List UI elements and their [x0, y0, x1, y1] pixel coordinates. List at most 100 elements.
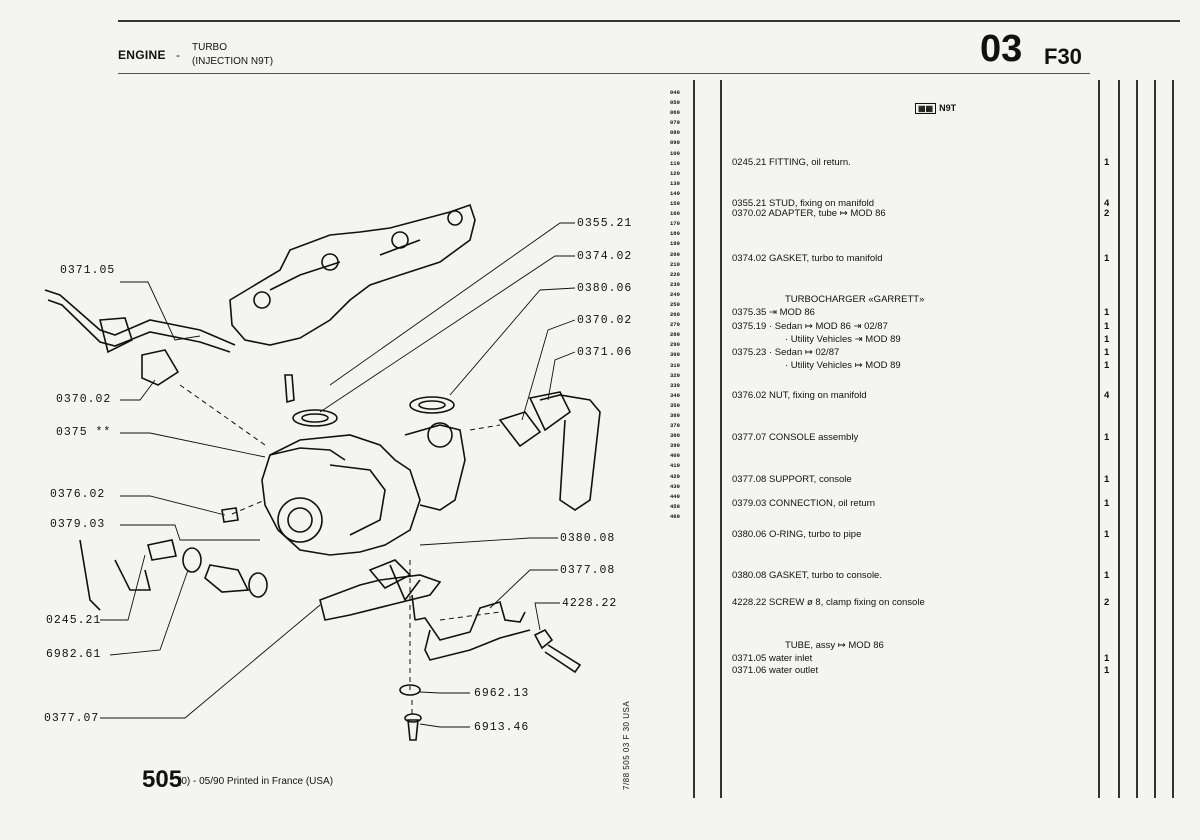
section-code: F30	[1044, 44, 1082, 69]
table-divider-left	[693, 80, 695, 798]
row-number: 300	[670, 351, 680, 359]
table-divider-qty	[1098, 80, 1100, 798]
parts-row: 0375.35 ⇥ MOD 86	[732, 307, 815, 318]
callout-6962-13: 6962.13	[474, 687, 530, 700]
row-number: 130	[670, 179, 680, 187]
leader-lines	[100, 222, 576, 728]
water-outlet-tube	[539, 394, 601, 511]
side-code: 7/88 505 03 F 30 USA	[622, 700, 631, 790]
header-rule	[118, 20, 1180, 22]
parts-qty: 1	[1104, 321, 1110, 332]
water-inlet-tube	[44, 289, 236, 346]
callout-0379-03: 0379.03	[50, 518, 106, 531]
row-number: 430	[670, 482, 680, 490]
parts-qty: 2	[1104, 597, 1110, 608]
callout-6913-46: 6913.46	[474, 721, 530, 734]
row-number: 330	[670, 381, 680, 389]
table-divider-col3	[1154, 80, 1156, 798]
subtitle-turbo: TURBO	[192, 42, 227, 53]
row-number: 150	[670, 200, 680, 208]
callout-0370-02-left: 0370.02	[56, 393, 112, 406]
engine-badge-icon: ▦▦	[915, 103, 937, 114]
parts-row: 0376.02 NUT, fixing on manifold	[732, 390, 867, 401]
row-number: 440	[670, 492, 680, 500]
parts-row: 0371.05 water inlet	[732, 653, 813, 664]
parts-qty: 1	[1104, 347, 1110, 358]
row-number: 140	[670, 189, 680, 197]
parts-qty: 1	[1104, 474, 1110, 485]
row-number: 360	[670, 412, 680, 419]
callout-4228-22: 4228.22	[562, 597, 618, 610]
assembly-dashed-lines	[179, 384, 501, 716]
row-number: 250	[670, 300, 680, 308]
console	[319, 574, 442, 621]
parts-qty: 1	[1104, 529, 1110, 540]
parts-qty: 1	[1104, 432, 1110, 443]
parts-qty: 1	[1104, 360, 1110, 371]
callout-0355-21: 0355.21	[577, 217, 633, 230]
parts-qty: 2	[1104, 208, 1110, 219]
parts-qty: 1	[1104, 307, 1110, 318]
row-number: 080	[670, 129, 680, 137]
row-number: 320	[670, 371, 680, 379]
row-number: 450	[670, 502, 680, 510]
callout-0245-21: 0245.21	[46, 614, 102, 627]
row-number: 110	[670, 159, 680, 167]
table-divider-desc	[720, 80, 722, 798]
parts-row: 0377.08 SUPPORT, console	[732, 474, 852, 485]
parts-row: 0374.02 GASKET, turbo to manifold	[732, 253, 883, 264]
parts-row: 0355.21 STUD, fixing on manifold	[732, 198, 875, 209]
callout-0377-07: 0377.07	[44, 712, 100, 725]
engine-code-label: N9T	[939, 103, 957, 113]
callout-0380-06: 0380.06	[577, 282, 633, 295]
callout-6982-61: 6982.61	[46, 648, 102, 661]
row-number: 410	[670, 462, 680, 470]
row-number: 380	[670, 432, 680, 440]
row-number: 270	[670, 321, 680, 329]
row-number: 240	[670, 290, 680, 298]
row-number: 180	[670, 230, 680, 238]
row-number: 170	[670, 220, 680, 228]
parts-qty: 1	[1104, 253, 1110, 264]
row-number: 280	[670, 331, 680, 339]
parts-qty: 4	[1104, 390, 1110, 401]
callout-0371-05: 0371.05	[60, 264, 116, 277]
engine-code-header: ▦▦N9T	[915, 103, 956, 114]
row-number: 190	[670, 240, 680, 248]
print-info: (0) - 05/90 Printed in France (USA)	[178, 776, 334, 787]
callout-0380-08: 0380.08	[560, 532, 616, 545]
parts-qty: 1	[1104, 157, 1110, 168]
row-number: 340	[670, 391, 680, 399]
parts-row: 0370.02 ADAPTER, tube ↦ MOD 86	[732, 208, 886, 219]
exhaust-manifold	[229, 203, 476, 346]
callout-0377-08: 0377.08	[560, 564, 616, 577]
row-number: 050	[670, 99, 680, 107]
row-number: 070	[670, 119, 680, 127]
parts-row: 0379.03 CONNECTION, oil return	[732, 498, 876, 509]
table-divider-col1	[1118, 80, 1120, 798]
parts-qty: 1	[1104, 570, 1110, 581]
exploded-parts-diagram	[44, 203, 601, 741]
row-number: 060	[670, 109, 680, 117]
parts-qty: 1	[1104, 665, 1110, 676]
parts-row: 0377.07 CONSOLE assembly	[732, 432, 859, 443]
title-separator: -	[176, 48, 180, 62]
parts-row: TURBOCHARGER «GARRETT»	[785, 294, 925, 305]
parts-row: 0380.08 GASKET, turbo to console.	[732, 570, 882, 581]
row-number: 390	[670, 442, 680, 450]
row-number: 160	[670, 210, 680, 218]
parts-row: 4228.22 SCREW ø 8, clamp fixing on conso…	[732, 597, 925, 608]
callout-0375: 0375 **	[56, 426, 112, 439]
callout-0371-06: 0371.06	[577, 346, 633, 359]
row-number: 040	[670, 89, 680, 96]
row-number: 260	[670, 311, 680, 319]
row-number: 400	[670, 452, 680, 460]
subtitle-injection: (INJECTION N9T)	[192, 56, 274, 67]
parts-row: 0375.23 · Sedan ↦ 02/87	[732, 347, 840, 358]
row-number: 220	[670, 270, 680, 278]
parts-row: 0375.19 · Sedan ↦ MOD 86 ⇥ 02/87	[732, 321, 888, 332]
row-number: 200	[670, 250, 680, 258]
row-number: 230	[670, 280, 680, 288]
header-subrule	[118, 73, 1090, 74]
row-number: 100	[670, 149, 680, 157]
